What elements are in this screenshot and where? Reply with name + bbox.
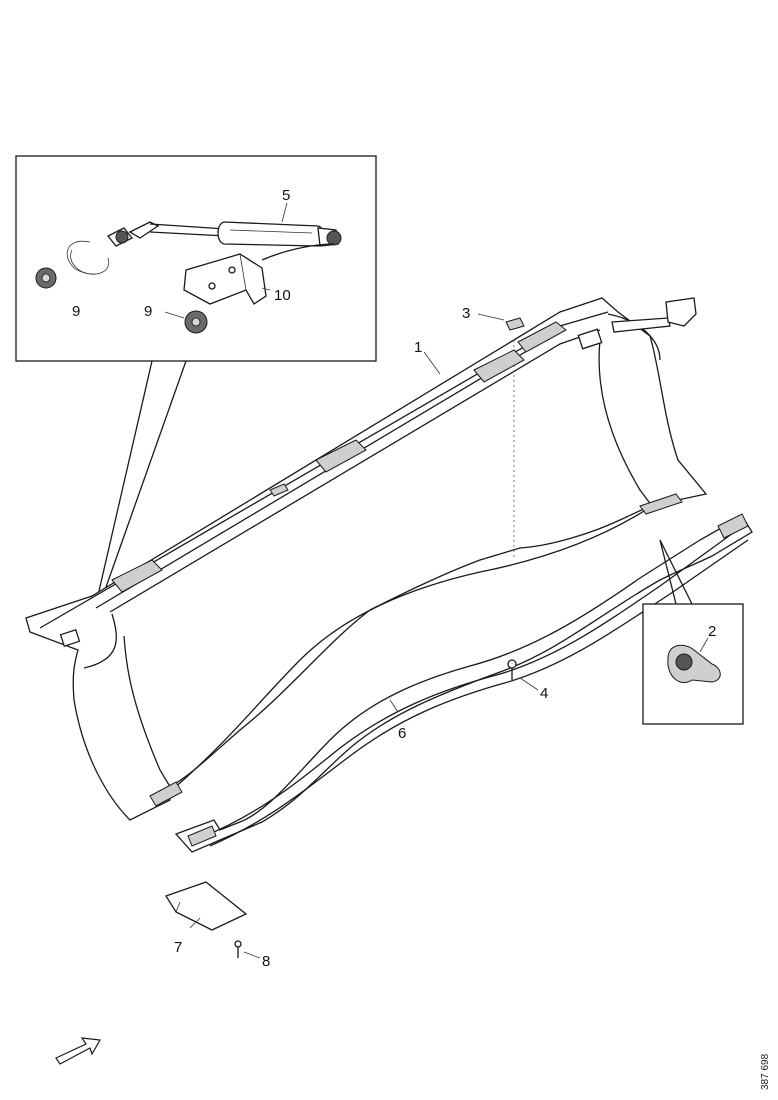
leader-4	[519, 677, 539, 691]
rail-clip	[269, 483, 289, 497]
leader-10	[261, 287, 271, 291]
strut-cylinder	[217, 221, 325, 247]
clip-3	[505, 317, 525, 331]
leader-1	[423, 351, 441, 375]
forward-direction-arrow-icon	[55, 1037, 101, 1065]
bracket-hole	[208, 282, 216, 290]
inset2-projection-right	[659, 539, 693, 605]
callout-9-right: 9	[144, 303, 152, 320]
seal-end-right	[717, 513, 749, 539]
strut-rod-top	[149, 223, 227, 230]
seal-strip-groove-1	[199, 527, 741, 839]
bracket-to-strut-line	[261, 243, 335, 261]
seal-strip-groove-2	[209, 539, 749, 847]
bracket-hole-2	[228, 266, 236, 274]
screw-part-4: 4	[507, 659, 548, 702]
screw-part-8: 8	[234, 940, 270, 970]
corner-block-right	[577, 328, 603, 350]
strut-rod-bottom	[149, 231, 227, 237]
lower-hinge-right	[639, 493, 683, 515]
leader-7	[189, 917, 201, 929]
callout-8: 8	[262, 953, 270, 970]
panel-inner-curve-left	[123, 635, 173, 791]
callout-7: 7	[174, 939, 182, 956]
strut-clip-wire-2	[70, 249, 97, 275]
hinge-4	[517, 321, 567, 353]
panel-end-cap-right	[607, 313, 661, 361]
detail-inset-strut: 5 10 9 9	[15, 155, 377, 362]
callout-3: 3	[462, 305, 470, 322]
seal-end-left	[187, 825, 217, 847]
leader-3	[477, 313, 505, 321]
leader-5	[281, 202, 288, 223]
inset-projection-right	[99, 360, 187, 605]
seal-strip	[174, 513, 753, 853]
callout-9-left: 9	[72, 303, 80, 320]
part-7-plate: 7	[165, 881, 248, 956]
inset-projection-left	[95, 360, 153, 605]
lower-hinge-left	[149, 781, 183, 807]
panel-end-cap-left	[83, 613, 117, 669]
panel-inner-curve-right	[598, 339, 653, 507]
callout-2: 2	[708, 623, 716, 640]
strut-rod-eye	[128, 221, 160, 239]
side-panel	[25, 297, 708, 821]
strut-cylinder-highlight	[229, 229, 313, 234]
nut-hole	[191, 317, 201, 327]
gas-strut	[66, 221, 342, 275]
screw-8-head	[234, 940, 242, 948]
hinge-1	[111, 559, 163, 593]
hinge-3	[473, 349, 525, 383]
bracket-fold-line	[239, 253, 247, 291]
nut-hole	[41, 273, 51, 283]
corner-block-left	[59, 629, 81, 647]
panel-lower-edge	[171, 505, 653, 791]
drawing-reference: 387 698	[760, 1053, 771, 1090]
leader-9b	[164, 311, 185, 319]
panel-top-rail-inner	[95, 335, 553, 609]
callout-5: 5	[282, 187, 290, 204]
clip-part-3: 3	[462, 305, 525, 331]
plate-edge	[175, 901, 181, 913]
leader-8	[243, 951, 261, 959]
bracket-plate	[183, 253, 267, 305]
hinge-2	[315, 439, 367, 473]
callout-6: 6	[398, 725, 406, 742]
strut-ball-socket-left	[115, 230, 129, 244]
mounting-bracket	[183, 243, 335, 305]
cover-plate	[165, 881, 248, 931]
strut-ball-socket-right	[326, 230, 342, 246]
retaining-clip-head	[675, 653, 693, 671]
callout-4: 4	[540, 685, 548, 702]
nut-right	[184, 310, 208, 334]
strut-attachment-arm	[611, 317, 671, 333]
leader-2	[699, 637, 709, 653]
screw-head	[507, 659, 517, 669]
callout-10: 10	[274, 287, 291, 304]
nut-left	[35, 267, 57, 289]
detail-inset-clip: 2	[642, 539, 744, 725]
inset2-projection-left	[659, 539, 677, 605]
callout-1: 1	[414, 339, 422, 356]
leader-6	[389, 699, 399, 713]
side-panel-assembly	[25, 297, 708, 821]
strut-attachment-bracket	[665, 297, 697, 327]
